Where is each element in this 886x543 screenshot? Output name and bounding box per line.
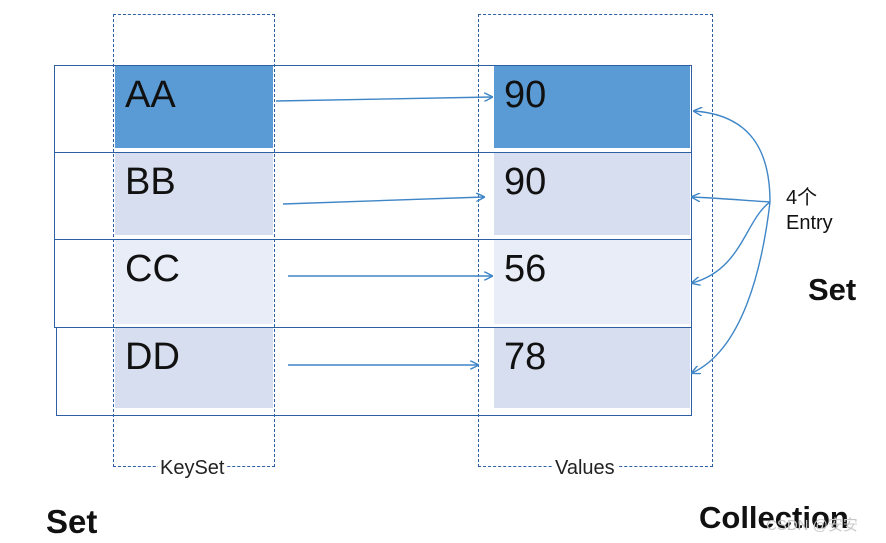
entry-word-label: Entry xyxy=(786,212,833,234)
key-cell-aa: AA xyxy=(115,66,273,148)
arrow-key-aa-to-value xyxy=(275,97,492,102)
key-label-bb: BB xyxy=(125,161,176,203)
brace-arrow-entry-3 xyxy=(692,201,771,283)
brace-arrow-entry-1 xyxy=(694,111,771,203)
values-label: Values xyxy=(553,457,617,479)
key-label-aa: AA xyxy=(125,74,176,116)
collection-label-bottom-right: Collection xyxy=(699,500,849,535)
brace-arrow-entry-4 xyxy=(692,201,771,373)
key-label-cc: CC xyxy=(125,248,180,290)
key-cell-dd: DD xyxy=(115,328,273,408)
set-label-bottom-left: Set xyxy=(46,503,98,540)
set-label-right: Set xyxy=(808,272,857,307)
keyset-label: KeySet xyxy=(158,457,227,479)
entry-annotation: 4个 Entry xyxy=(786,186,833,236)
key-cell-cc: CC xyxy=(115,240,273,324)
entry-count-label: 4个 xyxy=(786,187,818,209)
key-cell-bb: BB xyxy=(115,153,273,235)
watermark-text: CSDN @安安 xyxy=(766,517,858,534)
brace-arrow-entry-2 xyxy=(692,197,771,203)
value-cell-aa: 90 xyxy=(494,66,690,148)
arrow-key-bb-to-value xyxy=(282,197,484,205)
value-cell-dd: 78 xyxy=(494,328,690,408)
key-label-dd: DD xyxy=(125,336,180,378)
value-label-cc: 56 xyxy=(504,248,547,290)
value-label-aa: 90 xyxy=(504,74,547,116)
value-cell-cc: 56 xyxy=(494,240,690,324)
value-label-bb: 90 xyxy=(504,161,547,203)
value-cell-bb: 90 xyxy=(494,153,690,235)
value-label-dd: 78 xyxy=(504,336,547,378)
